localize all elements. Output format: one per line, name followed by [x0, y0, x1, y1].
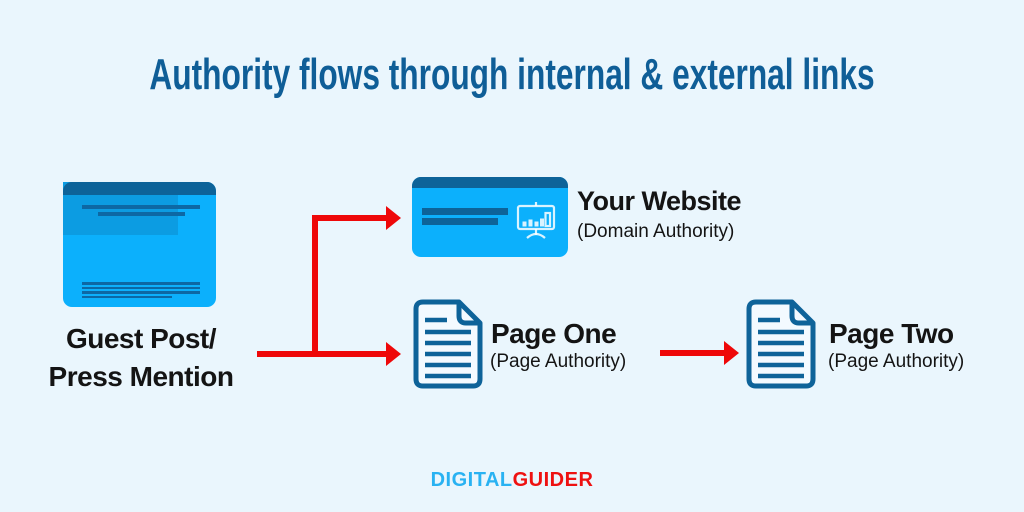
- browser-text-line: [82, 295, 172, 298]
- document-icon: [746, 299, 816, 389]
- browser-text-line: [82, 205, 200, 209]
- brand-logo-part1: DIGITAL: [430, 469, 513, 491]
- browser-text-line: [82, 282, 200, 285]
- page-title: Authority flows through internal & exter…: [149, 50, 875, 99]
- card-titlebar: [412, 177, 568, 188]
- arrowhead-to-page-two: [724, 341, 739, 365]
- website-card-icon: [412, 177, 568, 257]
- card-text-line: [422, 208, 508, 215]
- page-two-node-title: Page Two: [829, 318, 954, 349]
- page-two-node-subtitle: (Page Authority): [828, 351, 965, 372]
- arrowhead-to-website: [386, 206, 401, 230]
- brand-logo: DIGITALGUIDER: [0, 469, 1024, 492]
- bar-chart-presentation-icon: [516, 202, 556, 239]
- source-label-line1: Guest Post/: [65, 323, 217, 354]
- document-icon: [413, 299, 483, 389]
- page-one-node-title: Page One: [491, 318, 617, 349]
- browser-text-line: [82, 286, 200, 289]
- brand-logo-part2: GUIDER: [512, 469, 594, 491]
- browser-window-icon: [63, 182, 216, 307]
- browser-text-line: [98, 212, 185, 216]
- page-one-node-subtitle: (Page Authority): [490, 351, 627, 372]
- card-text-line: [422, 218, 498, 225]
- source-label-line2: Press Mention: [48, 361, 234, 392]
- source-node-label: Guest Post/ Press Mention: [28, 320, 254, 396]
- website-node-title: Your Website: [577, 186, 742, 216]
- browser-titlebar: [63, 182, 216, 195]
- website-node-subtitle: (Domain Authority): [577, 221, 735, 242]
- arrowhead-to-page-one: [386, 342, 401, 366]
- browser-text-line: [82, 291, 200, 294]
